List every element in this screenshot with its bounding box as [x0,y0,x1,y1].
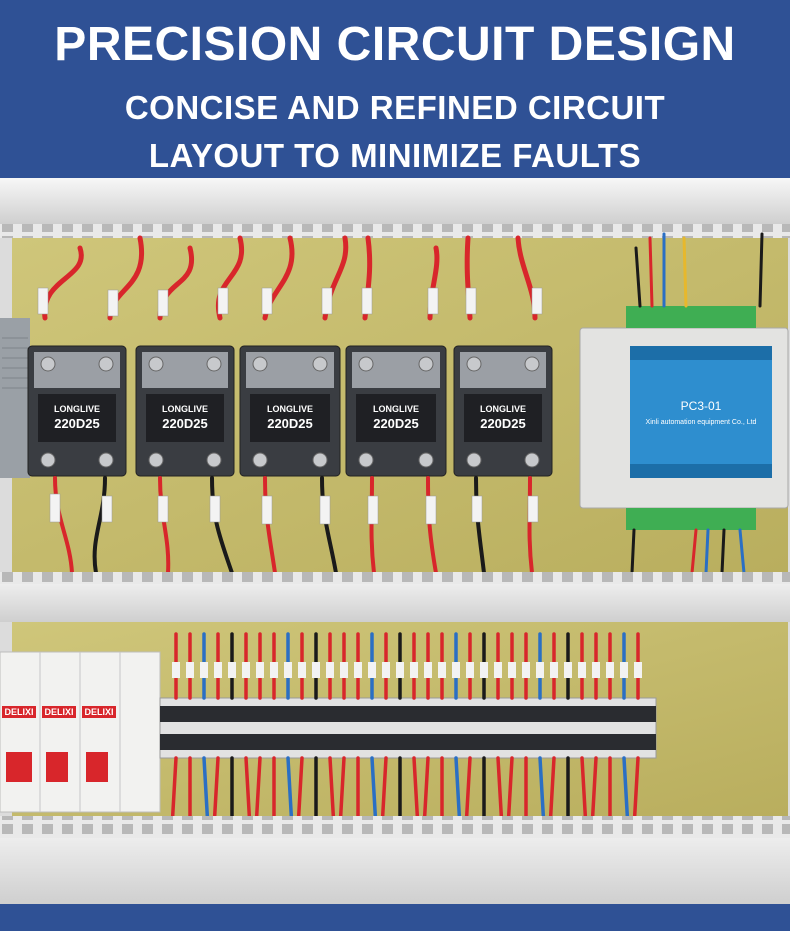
relay-3-brand: LONGLIVE [267,404,313,414]
wire-label-sleeve [186,662,194,678]
wire-label-sleeve [606,662,614,678]
relay-5 [453,345,553,477]
wire-label-sleeve [354,662,362,678]
wire-label-sleeve [620,662,628,678]
relay-4-model: 220D25 [373,416,419,431]
wire-label-sleeve [494,662,502,678]
relay-5-brand: LONGLIVE [480,404,526,414]
controller-maker: Xinli automation equipment Co., Ltd [646,419,757,426]
wire-label-sleeve [340,662,348,678]
relay-1-model: 220D25 [54,416,100,431]
banner-subtitle-line-1: CONCISE AND REFINED CIRCUIT [124,89,666,126]
relay-5-model: 220D25 [480,416,526,431]
relay-2-model: 220D25 [162,416,208,431]
wire-label-sleeve [214,662,222,678]
wire-label-sleeve [536,662,544,678]
wire-label-sleeve [634,662,642,678]
wire-label-sleeve [284,662,292,678]
wire-label-sleeve [452,662,460,678]
wire-label-sleeve [256,662,264,678]
footer-band [0,904,790,931]
wire-label-sleeve [578,662,586,678]
wire-label-sleeve [368,662,376,678]
wire-label-sleeve [564,662,572,678]
relay-3-model: 220D25 [267,416,313,431]
breaker-1-brand: DELIXI [4,707,33,717]
banner-title: PRECISION CIRCUIT DESIGN [54,18,736,71]
breaker-2-brand: DELIXI [44,707,73,717]
wire-label-sleeve [396,662,404,678]
wire-label-sleeve [200,662,208,678]
relay-4-brand: LONGLIVE [373,404,419,414]
title-banner: PRECISION CIRCUIT DESIGN CONCISE AND REF… [0,0,790,178]
top-wire-duct [0,178,790,224]
wire-label-sleeve [228,662,236,678]
controller-model: PC3-01 [681,399,722,413]
wire-label-sleeve [438,662,446,678]
relay-1 [27,345,127,477]
relay-output-wires [53,476,534,575]
wire-label-sleeve [424,662,432,678]
wire-label-sleeve [592,662,600,678]
wire-label-sleeve [172,662,180,678]
wire-label-sleeve [242,662,250,678]
pc3-01-controller: PC3-01 Xinli automation equipment Co., L… [579,306,789,530]
control-cabinet-photo: LONGLIVE 220D25 LONGLIVE 220D25 LONGLIVE… [0,178,790,904]
relay-4 [345,345,447,477]
top-terminal-block [626,306,756,328]
breaker-3-brand: DELIXI [84,707,113,717]
relay-1-brand: LONGLIVE [54,404,100,414]
wire-label-sleeve [550,662,558,678]
wire-label-sleeve [270,662,278,678]
relay-3 [239,345,341,477]
wire-label-sleeve [326,662,334,678]
wire-label-sleeve [382,662,390,678]
delixi-circuit-breakers [0,651,161,813]
relay-2 [135,345,235,477]
wire-label-sleeve [522,662,530,678]
banner-subtitle-line-2: LAYOUT TO MINIMIZE FAULTS [148,137,642,174]
wire-label-sleeve [298,662,306,678]
bottom-terminal-block [626,508,756,530]
wire-label-sleeve [410,662,418,678]
wire-label-sleeve [466,662,474,678]
solid-state-relays [27,345,553,477]
power-supply [0,318,30,478]
wire-label-sleeve [312,662,320,678]
relay-2-brand: LONGLIVE [162,404,208,414]
wire-label-sleeve [508,662,516,678]
wire-label-sleeve [480,662,488,678]
